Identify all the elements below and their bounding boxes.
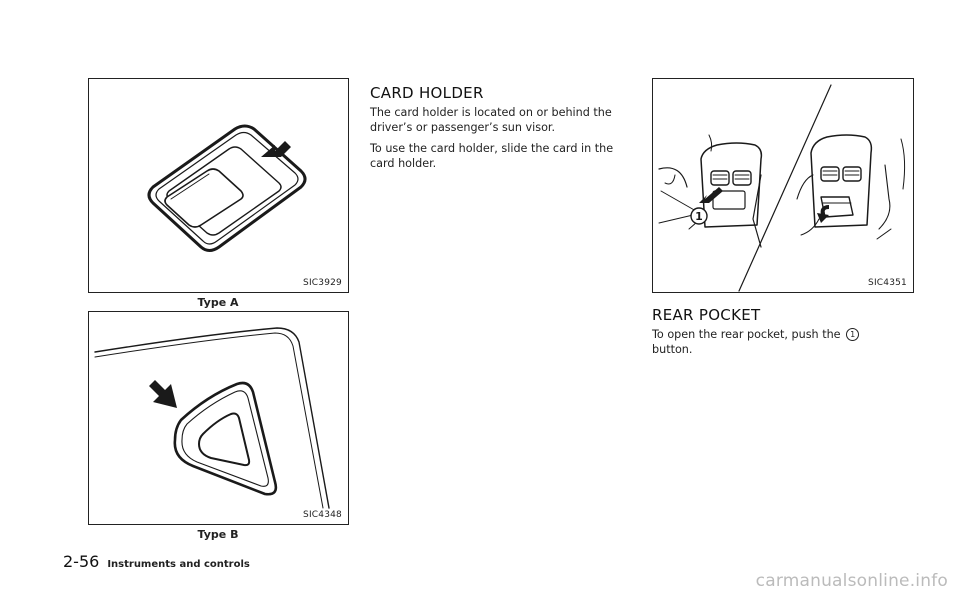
push-arrow-icon (261, 141, 291, 157)
callout-1-icon: 1 (690, 207, 708, 225)
card-holder-body: The card holder is located on or behind … (370, 106, 632, 178)
page-footer: 2-56 Instruments and controls (63, 552, 250, 571)
rear-pocket-text-end: button. (652, 342, 693, 356)
page-number: 2-56 (63, 552, 100, 571)
section-heading-rear-pocket: REAR POCKET (652, 306, 761, 324)
watermark: carmanualsonline.info (755, 571, 948, 591)
svg-text:1: 1 (695, 210, 703, 223)
figure-code: SIC4351 (868, 278, 907, 288)
figure-code: SIC3929 (303, 278, 342, 288)
figure-caption-type-b: Type B (197, 528, 239, 541)
callout-1-icon: 1 (846, 328, 860, 341)
card-holder-trim-illustration (94, 327, 330, 509)
rear-pocket-text: To open the rear pocket, push the (652, 328, 841, 341)
figure-code: SIC4348 (303, 510, 342, 520)
card-holder-paragraph: The card holder is located on or behind … (370, 106, 612, 134)
section-heading-card-holder: CARD HOLDER (370, 84, 484, 102)
rear-pocket-illustration: 1 (658, 84, 906, 292)
figure-rear-pocket: 1 SIC4351 (652, 78, 914, 293)
card-holder-paragraph: To use the card holder, slide the card i… (370, 142, 614, 170)
pull-arrow-icon (817, 205, 830, 223)
rear-pocket-body: To open the rear pocket, push the 1 butt… (652, 328, 914, 357)
figure-caption-type-a: Type A (197, 296, 239, 309)
push-arrow-icon (699, 187, 723, 203)
card-holder-visor-illustration (147, 124, 307, 252)
footer-section-name: Instruments and controls (107, 559, 250, 570)
figure-type-a: SIC3929 (88, 78, 349, 293)
figure-type-b: SIC4348 (88, 311, 349, 525)
push-arrow-icon (149, 380, 177, 408)
